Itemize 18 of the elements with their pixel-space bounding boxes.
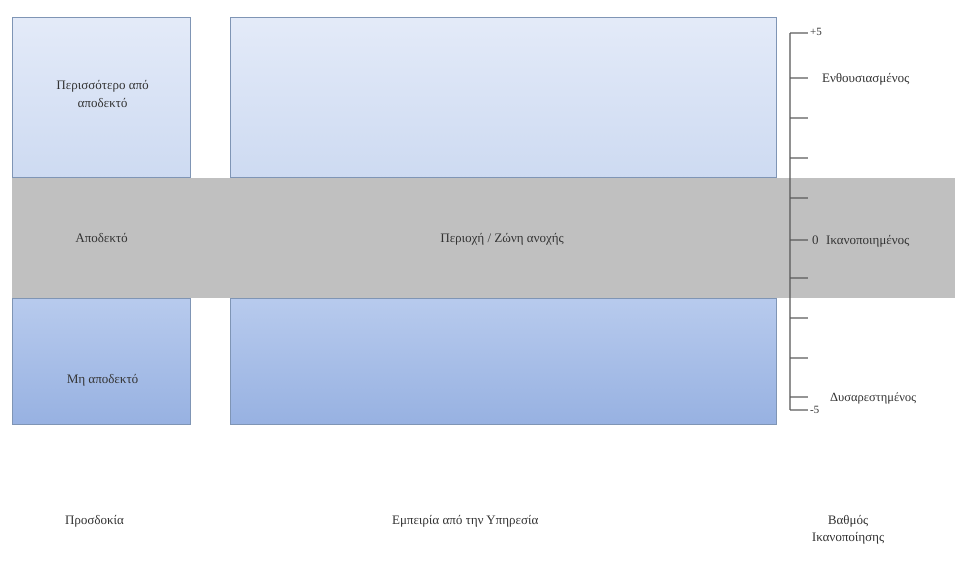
scale-label: Δυσαρεστημένος <box>830 389 916 406</box>
scale-label: Ενθουσιασμένος <box>822 70 910 87</box>
category-box <box>230 298 777 425</box>
axis-title: Προσδοκία <box>65 512 124 529</box>
scale-label: Ικανοποιημένος <box>826 232 910 249</box>
box-label: Περισσότερο από αποδεκτό <box>55 76 150 112</box>
category-box <box>12 298 191 425</box>
box-label: Αποδεκτό <box>74 229 129 247</box>
scale-label: -5 <box>810 403 820 418</box>
scale-label: 0 <box>812 232 818 249</box>
box-label: Περιοχή / Ζώνη ανοχής <box>439 229 565 247</box>
category-box <box>230 17 777 178</box>
category-box <box>12 17 191 178</box>
scale-label: +5 <box>810 25 822 40</box>
axis-title: Εμπειρία από την Υπηρεσία <box>392 512 538 529</box>
tolerance-band <box>12 178 955 298</box>
box-label: Μη αποδεκτό <box>66 370 140 388</box>
axis-title: Βαθμός Ικανοποίησης <box>810 512 886 546</box>
